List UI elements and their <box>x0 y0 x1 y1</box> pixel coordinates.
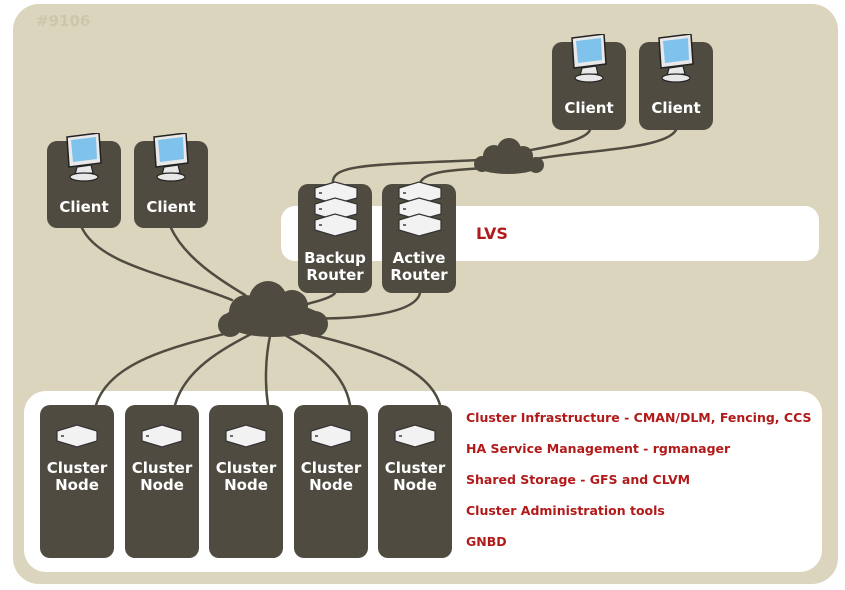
node-label: Cluster Node <box>46 459 108 494</box>
cluster-node-3: Cluster Node <box>209 405 283 558</box>
node-label: Cluster Node <box>384 459 446 494</box>
client-label: Client <box>59 198 109 216</box>
monitor-icon <box>66 133 102 182</box>
server-icon <box>56 424 98 448</box>
link-backup-upper <box>331 158 482 187</box>
client-right-1: Client <box>552 34 626 130</box>
link-node-1 <box>94 328 242 407</box>
link-client-left-2 <box>169 226 247 297</box>
server-stack-icon <box>314 181 358 237</box>
client-label: Client <box>146 198 196 216</box>
client-label: Client <box>651 99 701 117</box>
feature-cluster-infrastructure: Cluster Infrastructure - CMAN/DLM, Fenci… <box>466 410 812 425</box>
monitor-icon <box>571 34 607 83</box>
monitor-icon <box>153 133 189 182</box>
client-left-2: Client <box>134 133 208 228</box>
server-stack-icon <box>398 181 442 237</box>
link-client-left-1 <box>80 226 234 302</box>
server-icon <box>225 424 267 448</box>
link-node-3 <box>264 334 272 407</box>
server-icon <box>310 424 352 448</box>
feature-cluster-admin-tools: Cluster Administration tools <box>466 503 665 518</box>
backup-router: Backup Router <box>298 181 372 293</box>
cluster-node-2: Cluster Node <box>125 405 199 558</box>
link-node-2 <box>173 330 257 407</box>
client-label: Client <box>564 99 614 117</box>
feature-ha-service-management: HA Service Management - rgmanager <box>466 441 731 456</box>
active-router: Active Router <box>382 181 456 293</box>
cloud-icon <box>474 138 544 174</box>
cluster-node-4: Cluster Node <box>294 405 368 558</box>
cluster-node-5: Cluster Node <box>378 405 452 558</box>
monitor-icon <box>658 34 694 83</box>
cloud-icon <box>218 281 328 337</box>
router-label: Backup Router <box>304 249 366 284</box>
lvs-label: LVS <box>476 224 508 243</box>
client-left-1: Client <box>47 133 121 228</box>
server-icon <box>141 424 183 448</box>
node-label: Cluster Node <box>215 459 277 494</box>
link-node-4 <box>283 333 352 407</box>
feature-shared-storage: Shared Storage - GFS and CLVM <box>466 472 691 487</box>
link-client-right-2 <box>528 128 678 162</box>
link-client-right-1 <box>518 128 592 154</box>
node-label: Cluster Node <box>131 459 193 494</box>
server-icon <box>394 424 436 448</box>
node-label: Cluster Node <box>300 459 362 494</box>
cluster-node-1: Cluster Node <box>40 405 114 558</box>
feature-gnbd: GNBD <box>466 534 507 549</box>
client-right-2: Client <box>639 34 713 130</box>
link-node-5 <box>298 330 442 407</box>
figure-id-tag: #9106 <box>36 12 91 30</box>
router-label: Active Router <box>390 249 448 284</box>
